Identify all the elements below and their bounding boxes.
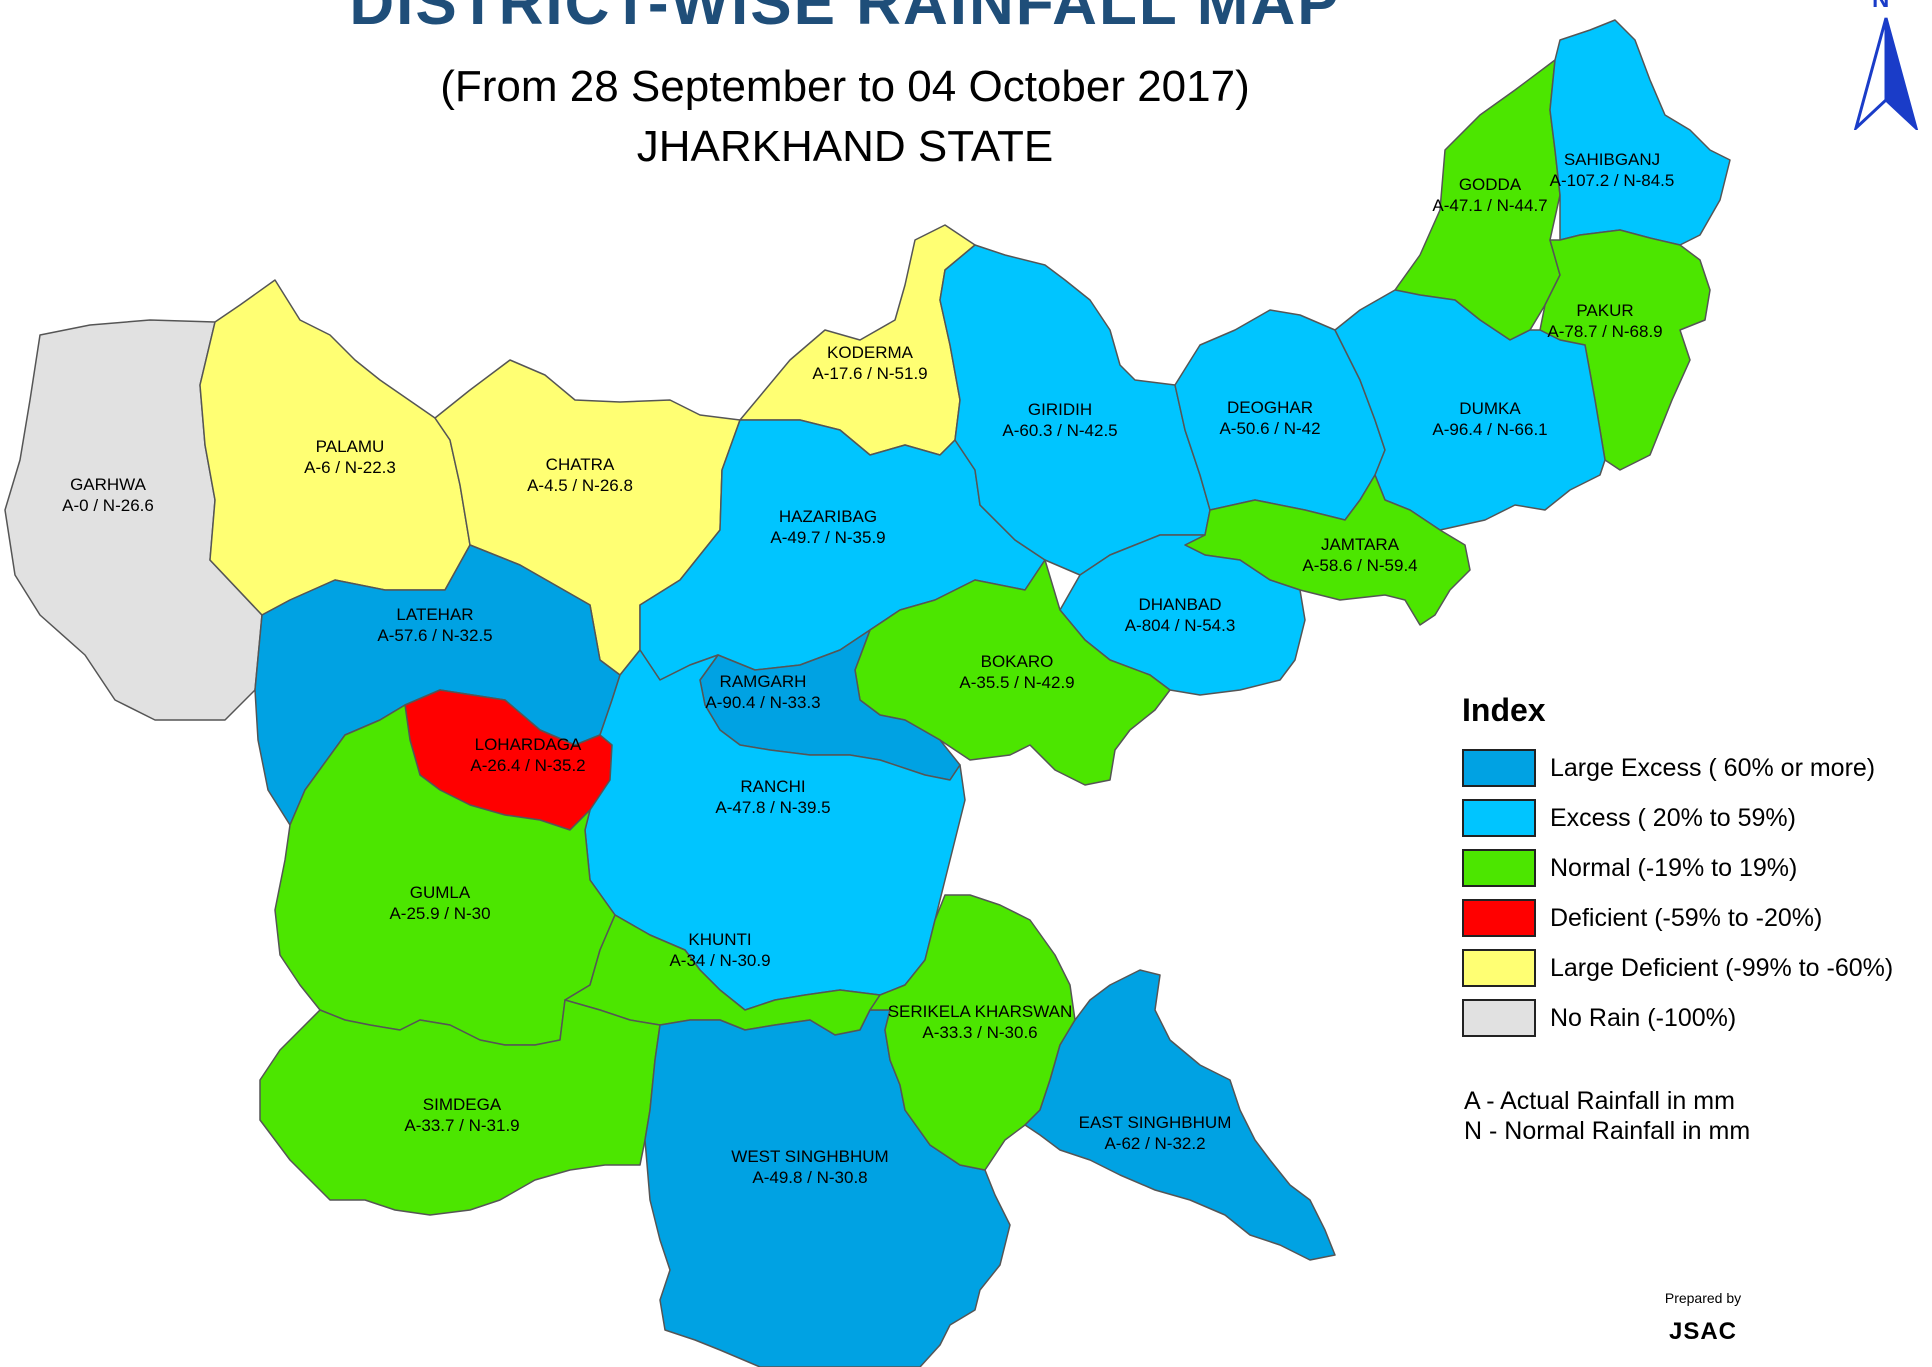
district-name-bokaro: BOKARO [981,652,1054,671]
district-rainfall-garhwa: A-0 / N-26.6 [62,496,154,515]
district-name-sahibganj: SAHIBGANJ [1564,150,1660,169]
legend-label-excess: Excess ( 20% to 59%) [1550,803,1796,832]
district-rainfall-dhanbad: A-804 / N-54.3 [1125,616,1236,635]
district-name-ramgarh: RAMGARH [720,672,807,691]
district-name-serikela: SERIKELA KHARSWAN [888,1002,1073,1021]
district-name-pakur: PAKUR [1576,301,1633,320]
district-simdega[interactable] [259,999,661,1216]
district-rainfall-chatra: A-4.5 / N-26.8 [527,476,633,495]
legend-label-no-rain: No Rain (-100%) [1550,1003,1737,1032]
north-arrow-icon [1853,17,1919,130]
district-rainfall-ranchi: A-47.8 / N-39.5 [715,798,830,817]
district-rainfall-east-singhbhum: A-62 / N-32.2 [1104,1134,1205,1153]
legend-item-deficient: Deficient (-59% to -20%) [1462,893,1932,943]
district-rainfall-deoghar: A-50.6 / N-42 [1219,419,1320,438]
legend-item-no-rain: No Rain (-100%) [1462,993,1932,1043]
note-normal: N - Normal Rainfall in mm [1464,1117,1751,1145]
district-west-singhbhum[interactable] [644,1009,1011,1367]
legend-item-normal: Normal (-19% to 19%) [1462,843,1932,893]
legend-title: Index [1462,692,1546,728]
legend-item-large-excess: Large Excess ( 60% or more) [1462,743,1932,793]
district-name-jamtara: JAMTARA [1321,535,1400,554]
legend-item-excess: Excess ( 20% to 59%) [1462,793,1932,843]
district-rainfall-jamtara: A-58.6 / N-59.4 [1302,556,1417,575]
prepared-by-text: Prepared by [1664,1290,1742,1306]
north-letter: N [1872,0,1889,14]
note-actual: A - Actual Rainfall in mm [1464,1087,1735,1115]
district-rainfall-giridih: A-60.3 / N-42.5 [1002,421,1117,440]
district-name-lohardaga: LOHARDAGA [475,735,582,754]
district-name-latehar: LATEHAR [396,605,473,624]
jsac-logo: JSAC [1668,1318,1738,1345]
district-rainfall-khunti: A-34 / N-30.9 [669,951,770,970]
district-east-singhbhum[interactable] [1024,969,1336,1261]
map-state-name: JHARKHAND STATE [636,122,1054,171]
district-rainfall-serikela: A-33.3 / N-30.6 [922,1023,1037,1042]
district-rainfall-west-singhbhum: A-49.8 / N-30.8 [752,1168,867,1187]
district-rainfall-godda: A-47.1 / N-44.7 [1432,196,1547,215]
district-name-palamu: PALAMU [316,437,385,456]
legend-swatch-large-excess [1462,749,1536,787]
legend-swatch-excess [1462,799,1536,837]
legend-label-large-deficient: Large Deficient (-99% to -60%) [1550,953,1894,982]
district-name-garhwa: GARHWA [70,475,147,494]
abbreviation-notes: A - Actual Rainfall in mm N - Normal Rai… [1464,1086,1750,1146]
district-name-dumka: DUMKA [1459,399,1521,418]
legend-swatch-deficient [1462,899,1536,937]
district-name-deoghar: DEOGHAR [1227,398,1313,417]
district-rainfall-palamu: A-6 / N-22.3 [304,458,396,477]
district-name-giridih: GIRIDIH [1028,400,1092,419]
map-period: (From 28 September to 04 October 2017) [440,62,1250,111]
district-name-chatra: CHATRA [546,455,615,474]
district-name-khunti: KHUNTI [688,930,751,949]
legend-swatch-large-deficient [1462,949,1536,987]
district-name-koderma: KODERMA [827,343,914,362]
district-rainfall-latehar: A-57.6 / N-32.5 [377,626,492,645]
map-title: DISTRICT-WISE RAINFALL MAP [349,0,1341,38]
district-name-hazaribag: HAZARIBAG [779,507,877,526]
district-name-dhanbad: DHANBAD [1138,595,1221,614]
district-name-west-singhbhum: WEST SINGHBHUM [731,1147,888,1166]
legend-label-large-excess: Large Excess ( 60% or more) [1550,753,1876,782]
district-rainfall-ramgarh: A-90.4 / N-33.3 [705,693,820,712]
legend-label-deficient: Deficient (-59% to -20%) [1550,903,1823,932]
legend-swatch-no-rain [1462,999,1536,1037]
district-rainfall-koderma: A-17.6 / N-51.9 [812,364,927,383]
district-name-gumla: GUMLA [410,883,471,902]
district-name-simdega: SIMDEGA [423,1095,502,1114]
district-sahibganj[interactable] [1549,19,1731,246]
district-rainfall-bokaro: A-35.5 / N-42.9 [959,673,1074,692]
district-rainfall-sahibganj: A-107.2 / N-84.5 [1550,171,1675,190]
legend-label-normal: Normal (-19% to 19%) [1550,853,1798,882]
district-name-east-singhbhum: EAST SINGHBHUM [1079,1113,1232,1132]
district-rainfall-lohardaga: A-26.4 / N-35.2 [470,756,585,775]
district-name-ranchi: RANCHI [740,777,805,796]
district-rainfall-gumla: A-25.9 / N-30 [389,904,490,923]
legend-item-large-deficient: Large Deficient (-99% to -60%) [1462,943,1932,993]
district-rainfall-simdega: A-33.7 / N-31.9 [404,1116,519,1135]
district-rainfall-pakur: A-78.7 / N-68.9 [1547,322,1662,341]
legend: Index Large Excess ( 60% or more) Excess… [1462,692,1932,1043]
district-name-godda: GODDA [1459,175,1522,194]
district-rainfall-hazaribag: A-49.7 / N-35.9 [770,528,885,547]
district-rainfall-dumka: A-96.4 / N-66.1 [1432,420,1547,439]
legend-swatch-normal [1462,849,1536,887]
